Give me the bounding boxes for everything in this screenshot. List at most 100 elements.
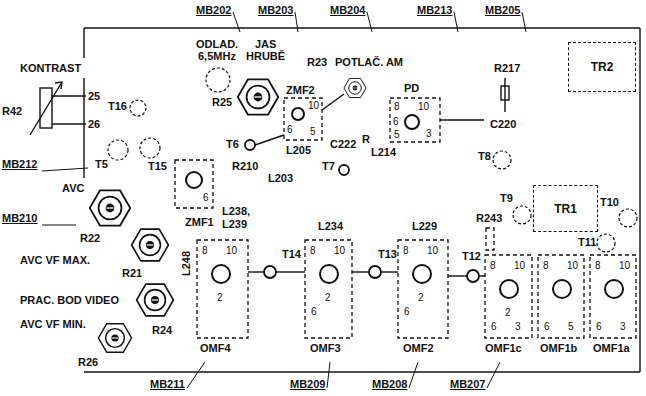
part-label: R24	[152, 324, 172, 337]
callout-number: MB211	[150, 378, 185, 391]
kontrast-resistor	[30, 82, 86, 135]
test-point	[619, 209, 637, 227]
coil-can	[538, 255, 584, 338]
coil-core	[320, 265, 338, 283]
leader-line	[327, 362, 330, 388]
pin-number: 10	[427, 245, 438, 257]
coil-can	[590, 255, 636, 338]
kontrast-resistor	[30, 82, 62, 135]
coil-can	[197, 240, 248, 338]
wire-trace	[352, 271, 369, 272]
pin-number: 8	[310, 245, 316, 257]
pin-number: 6	[544, 321, 550, 333]
part-label: OMF3	[310, 342, 341, 355]
coil-can	[398, 240, 448, 338]
pin-number: 10	[514, 260, 525, 272]
pin-number: 5	[568, 321, 574, 333]
leader-line	[42, 225, 76, 226]
part-label: T12	[462, 250, 481, 263]
wire-trace	[381, 271, 398, 272]
part-label: POTLAČ. AM	[335, 56, 403, 69]
transistor-symbol	[467, 270, 479, 282]
leader-line	[42, 12, 526, 388]
part-label: 26	[88, 118, 100, 131]
callout-number: MB202	[196, 4, 231, 17]
board-outline	[639, 28, 640, 372]
pin-number: 10	[418, 101, 429, 113]
part-label: T6	[226, 138, 239, 151]
test-point	[493, 151, 511, 169]
pin-number: 2	[505, 307, 511, 319]
part-label: 6,5MHz	[198, 50, 236, 63]
pin-number: 6	[287, 124, 293, 136]
pin-number: 6	[491, 321, 497, 333]
part-label: ZMF1	[185, 216, 214, 229]
pin-number: 6	[203, 192, 209, 204]
part-label: PRAC. BOD VIDEO	[20, 294, 119, 307]
coil-can	[390, 98, 440, 142]
pin-number: 3	[620, 321, 626, 333]
wire-trace	[504, 78, 505, 112]
pin-number: 6	[596, 321, 602, 333]
pin-number: 8	[543, 260, 549, 272]
pin-number: 8	[403, 245, 409, 257]
part-label: L205	[286, 144, 311, 157]
pin-number: 10	[619, 260, 630, 272]
transformer-outline: TR1	[533, 185, 598, 232]
part-label: KONTRAST	[20, 62, 81, 75]
part-label: T7	[322, 160, 335, 173]
part-label: AVC	[62, 182, 84, 195]
potentiometer-symbol	[344, 78, 366, 97]
part-label: R22	[80, 232, 100, 245]
part-label: R217	[494, 62, 520, 75]
part-label: T5	[95, 158, 108, 171]
kontrast-resistor	[55, 82, 62, 89]
test-point	[206, 68, 230, 92]
coil-can	[284, 98, 322, 140]
part-label: ODLAD.	[196, 38, 238, 51]
part-label: T16	[108, 100, 127, 113]
leader-line	[454, 12, 458, 32]
coil-core	[553, 280, 571, 298]
transistor-symbol	[245, 140, 479, 282]
pin-number: 8	[490, 260, 496, 272]
part-label: T15	[148, 160, 167, 173]
coil-core	[212, 265, 230, 283]
callout-number: MB205	[485, 4, 520, 17]
test-point	[130, 100, 146, 116]
test-point	[140, 138, 160, 158]
part-label: OMF1b	[540, 342, 577, 355]
pin-number: 2	[325, 292, 331, 304]
part-label: R23	[307, 56, 327, 69]
callout-number: MB209	[290, 378, 325, 391]
part-label: C222	[330, 138, 356, 151]
kontrast-resistor	[52, 95, 86, 96]
wire-trace	[248, 78, 509, 276]
leader-line	[522, 12, 526, 32]
part-label: L239	[222, 218, 247, 231]
potentiometer-symbol	[137, 284, 174, 316]
coil-can	[175, 98, 636, 338]
pin-number: 8	[202, 245, 208, 257]
part-label: R42	[2, 105, 22, 118]
wire-trace	[440, 119, 484, 120]
part-label: T9	[500, 192, 513, 205]
coil-core	[405, 115, 419, 129]
part-label: ZMF2	[286, 84, 315, 97]
callout-number: MB208	[372, 378, 407, 391]
leader-line	[295, 12, 298, 32]
part-label: 25	[88, 90, 100, 103]
part-label: L234	[318, 220, 343, 233]
kontrast-resistor	[52, 123, 86, 124]
callout-number: MB212	[2, 158, 37, 171]
part-label: T8	[478, 150, 491, 163]
transistor-symbol	[339, 165, 349, 175]
part-label: R210	[232, 160, 258, 173]
part-label: L214	[371, 146, 396, 159]
part-label: AVC VF MAX.	[20, 254, 90, 267]
coil-can	[175, 160, 213, 208]
coil-core	[605, 280, 623, 298]
part-label: TR2	[591, 60, 614, 74]
part-label: JAS	[255, 38, 276, 51]
board-outline	[84, 371, 640, 372]
